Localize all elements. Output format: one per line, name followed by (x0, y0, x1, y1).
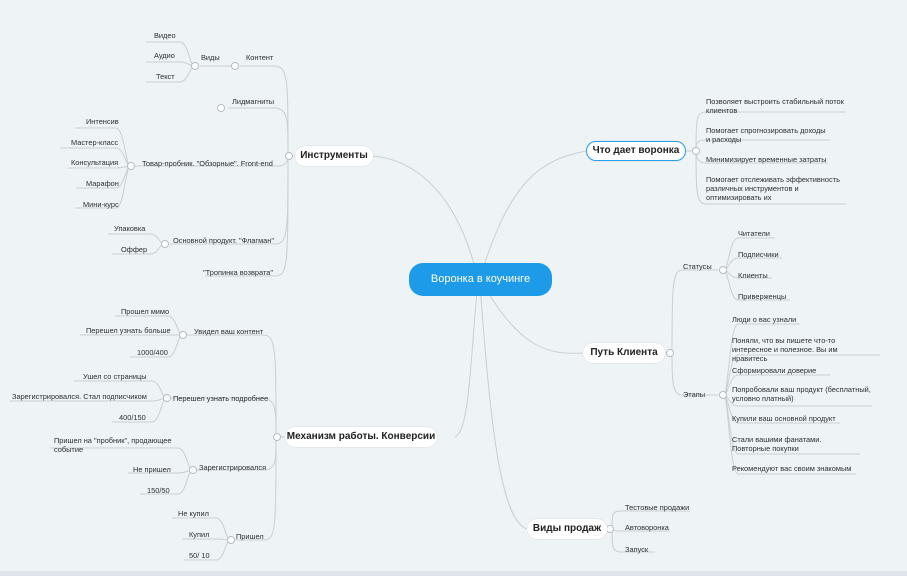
leadmagnets-collapse-toggle[interactable] (217, 104, 225, 112)
link-root-gives (479, 150, 587, 279)
topic-left-page[interactable]: Ушел со страницы (83, 372, 147, 381)
link-root-mechanism (454, 281, 479, 438)
main-product-collapse-toggle[interactable] (161, 240, 169, 248)
topic-ratio-3[interactable]: 150/50 (147, 486, 170, 495)
topic-stage-2[interactable]: Поняли, что вы пишете что-то интересное … (732, 336, 838, 363)
topic-ratio-2[interactable]: 400/150 (119, 413, 146, 422)
topic-went-learn[interactable]: Перешел узнать подробнее (173, 394, 269, 403)
content-collapse-toggle[interactable] (231, 62, 239, 70)
link-root-path (481, 281, 584, 354)
instruments-collapse-toggle[interactable] (285, 152, 293, 160)
gives-collapse-toggle[interactable] (692, 147, 700, 155)
topic-gives-1[interactable]: Позволяет выстроить стабильный поток кли… (706, 97, 844, 115)
topic-saw-content[interactable]: Увидел ваш контент (194, 327, 264, 336)
topic-audio[interactable]: Аудио (154, 51, 175, 60)
branch-gives[interactable]: Что дает воронка (586, 141, 686, 161)
topic-video[interactable]: Видео (154, 31, 176, 40)
bottom-scrollbar-track[interactable] (0, 571, 907, 576)
registered-collapse-toggle[interactable] (189, 466, 197, 474)
topic-registered[interactable]: Зарегистрировался (199, 463, 267, 472)
topic-not-came[interactable]: Не пришел (133, 465, 171, 474)
topic-stage-5[interactable]: Купили ваш основной продукт (732, 414, 836, 423)
topic-not-bought[interactable]: Не купил (178, 509, 209, 518)
statuses-collapse-toggle[interactable] (719, 266, 727, 274)
topic-stages[interactable]: Этапы (683, 390, 706, 399)
saw-collapse-toggle[interactable] (179, 331, 187, 339)
topic-offer[interactable]: Оффер (121, 245, 148, 254)
came-collapse-toggle[interactable] (227, 536, 235, 544)
root-topic[interactable]: Воронка в коучинге (409, 263, 552, 296)
topic-marathon[interactable]: Марафон (86, 179, 119, 188)
topic-types[interactable]: Виды (201, 53, 220, 62)
topic-stage-7[interactable]: Рекомендуют вас своим знакомым (732, 464, 852, 473)
went-learn-collapse-toggle[interactable] (163, 394, 171, 402)
topic-learn-more[interactable]: Перешел узнать больше (86, 326, 171, 335)
topic-gives-4[interactable]: Помогает отслеживать эффективность разли… (706, 175, 840, 202)
topic-main-product[interactable]: Основной продукт. "Флагман" (173, 236, 275, 245)
topic-leadmagnets[interactable]: Лидмагниты (232, 97, 275, 106)
path-collapse-toggle[interactable] (666, 349, 674, 357)
topic-masterclass[interactable]: Мастер-класс (71, 138, 119, 147)
topic-subscribers[interactable]: Подписчики (738, 250, 779, 259)
topic-intensive[interactable]: Интенсив (86, 117, 119, 126)
topic-stage-3[interactable]: Сформировали доверие (732, 366, 817, 375)
types-collapse-toggle[interactable] (191, 62, 199, 70)
topic-launch[interactable]: Запуск (625, 545, 649, 554)
link-root-sales (479, 283, 528, 530)
topic-passed[interactable]: Прошел мимо (121, 307, 170, 316)
mechanism-collapse-toggle[interactable] (273, 433, 281, 441)
topic-readers[interactable]: Читатели (738, 229, 770, 238)
stages-collapse-toggle[interactable] (719, 391, 727, 399)
topic-tripwire[interactable]: Товар-пробник. "Обзорные". Front-end (142, 159, 273, 168)
topic-package[interactable]: Упаковка (114, 224, 146, 233)
topic-ratio-4[interactable]: 50/ 10 (189, 551, 210, 560)
topic-consultation[interactable]: Консультация (71, 158, 119, 167)
topic-gives-3[interactable]: Минимизирует временные затраты (706, 155, 827, 164)
topic-came-trial[interactable]: Пришел на "пробник", продающее событие (54, 436, 172, 454)
tripwire-collapse-toggle[interactable] (127, 162, 135, 170)
topic-minicourse[interactable]: Мини-курс (83, 200, 119, 209)
topic-clients[interactable]: Клиенты (738, 271, 768, 280)
branch-instruments[interactable]: Инструменты (295, 146, 373, 166)
topic-gives-2[interactable]: Помогает спрогнозировать доходы и расход… (706, 126, 826, 144)
topic-statuses[interactable]: Статусы (683, 262, 712, 271)
topic-content[interactable]: Контент (246, 53, 274, 62)
topic-stage-1[interactable]: Люди о вас узнали (732, 315, 797, 324)
branch-sales[interactable]: Виды продаж (527, 519, 607, 539)
topic-registered-sub[interactable]: Зарегистрировался. Стал подписчиком (12, 392, 147, 401)
topic-test-sales[interactable]: Тестовые продажи (625, 503, 690, 512)
topic-came[interactable]: Пришел (236, 532, 264, 541)
topic-stage-4[interactable]: Попробовали ваш продукт (бесплатный, усл… (732, 385, 871, 403)
branch-mechanism[interactable]: Механизм работы. Конверсии (285, 427, 437, 447)
sales-collapse-toggle[interactable] (606, 525, 614, 533)
topic-return-path[interactable]: "Тропинка возврата" (203, 268, 273, 277)
topic-autofunnel[interactable]: Автоворонка (625, 523, 669, 532)
topic-ratio-1[interactable]: 1000/400 (137, 348, 168, 357)
topic-text[interactable]: Текст (156, 72, 175, 81)
topic-stage-6[interactable]: Стали вашими фанатами. Повторные покупки (732, 435, 822, 453)
link-root-instruments (371, 155, 479, 281)
topic-bought[interactable]: Купил (189, 530, 210, 539)
branch-path[interactable]: Путь Клиента (583, 343, 665, 363)
topic-adherents[interactable]: Приверженцы (738, 292, 787, 301)
